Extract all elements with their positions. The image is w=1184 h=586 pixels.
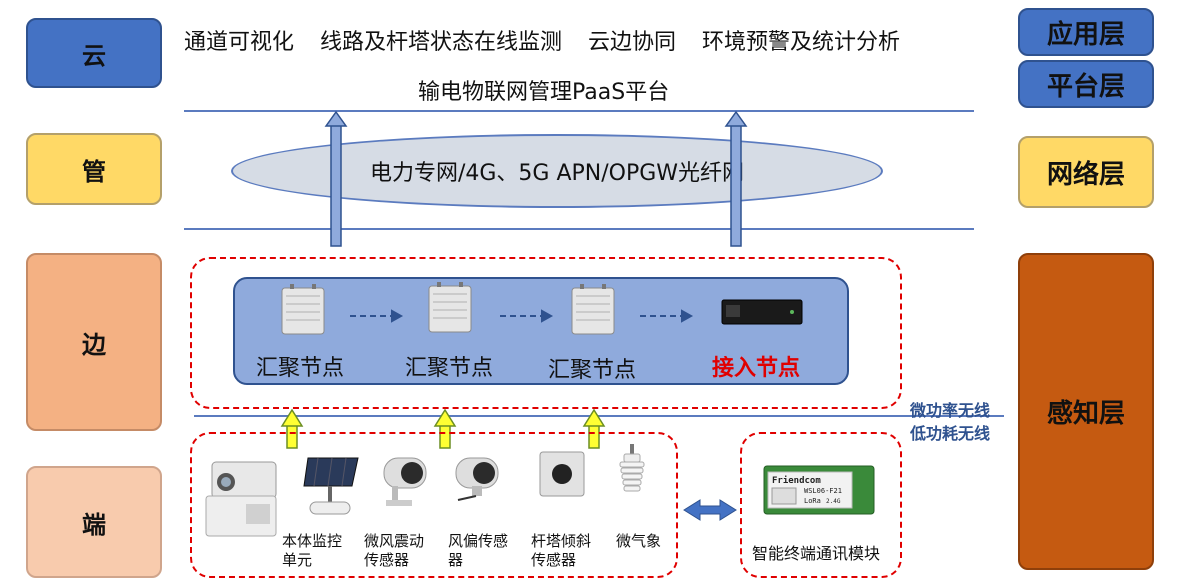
uplink-arrow-left [324,110,348,247]
wireless-label-1: 微功率无线 [910,401,991,420]
chip-tag-text: LoRa [804,497,821,505]
divider-pipe-edge [184,228,974,230]
wind-deflection-sensor-icon [455,457,499,501]
access-node-label: 接入节点 [712,356,801,381]
app-item: 云边协同 [588,30,677,55]
chip-band-text: 2.4G [826,498,841,505]
yellow-up-arrow [433,408,457,449]
link-arrow-3 [640,309,694,323]
yellow-up-arrow [582,408,606,449]
app-item: 线路及杆塔状态在线监测 [320,30,563,55]
paas-platform-label: 输电物联网管理PaaS平台 [418,80,670,105]
app-item: 通道可视化 [184,30,295,55]
chip-model-text: WSL06-F21 [804,487,842,495]
edge-node-label: 汇聚节点 [405,356,494,381]
sensor-label: 风偏传感 器 [448,532,509,569]
layer-perception: 感知层 [1018,253,1154,570]
edge-node-label: 汇聚节点 [548,358,637,383]
access-node-server-icon [721,299,803,325]
sensor-label: 本体监控 单元 [282,532,343,569]
edge-node-label: 汇聚节点 [256,356,345,381]
vibration-sensor-icon [383,457,427,506]
solar-panel-icon [303,457,359,515]
sensors-dashed-container [190,432,678,578]
edge-dashed-container [190,257,902,409]
aggregation-node-device-icon [571,284,615,335]
sensor-label: 微气象 [616,532,662,550]
module-label: 智能终端通讯模块 [752,544,881,563]
tier-edge: 边 [26,253,162,431]
sensor-label: 微风震动 传感器 [364,532,425,569]
layer-network: 网络层 [1018,136,1154,208]
link-arrow-2 [500,309,554,323]
tier-cloud: 云 [26,18,162,88]
chip-brand-text: Friendcom [772,475,821,486]
app-item: 环境预警及统计分析 [702,30,901,55]
edge-nodes-panel [233,277,849,385]
module-dashed-container [740,432,902,578]
layer-application: 应用层 [1018,8,1154,56]
sensor-label: 杆塔倾斜 传感器 [531,532,592,569]
bidirectional-arrow-icon [683,499,737,521]
yellow-up-arrow [280,408,304,449]
weather-station-icon [619,444,645,492]
wireless-label-2: 低功耗无线 [910,424,991,443]
tower-tilt-sensor-icon [539,451,585,497]
monitoring-camera-icon [205,461,277,537]
link-arrow-1 [350,309,404,323]
aggregation-node-device-icon [281,284,325,335]
network-label: 电力专网/4G、5G APN/OPGW光纤网 [369,161,745,186]
uplink-arrow-right [724,110,748,247]
divider-edge-end [194,415,1004,417]
divider-cloud-pipe [184,110,974,112]
aggregation-node-device-icon [428,282,472,333]
comm-module-chip-icon: Friendcom WSL06-F21 LoRa 2.4G [763,465,875,515]
tier-pipe: 管 [26,133,162,205]
layer-platform: 平台层 [1018,60,1154,108]
cloud-applications: 通道可视化 线路及杆塔状态在线监测 云边协同 环境预警及统计分析 [184,24,1004,56]
tier-end: 端 [26,466,162,578]
